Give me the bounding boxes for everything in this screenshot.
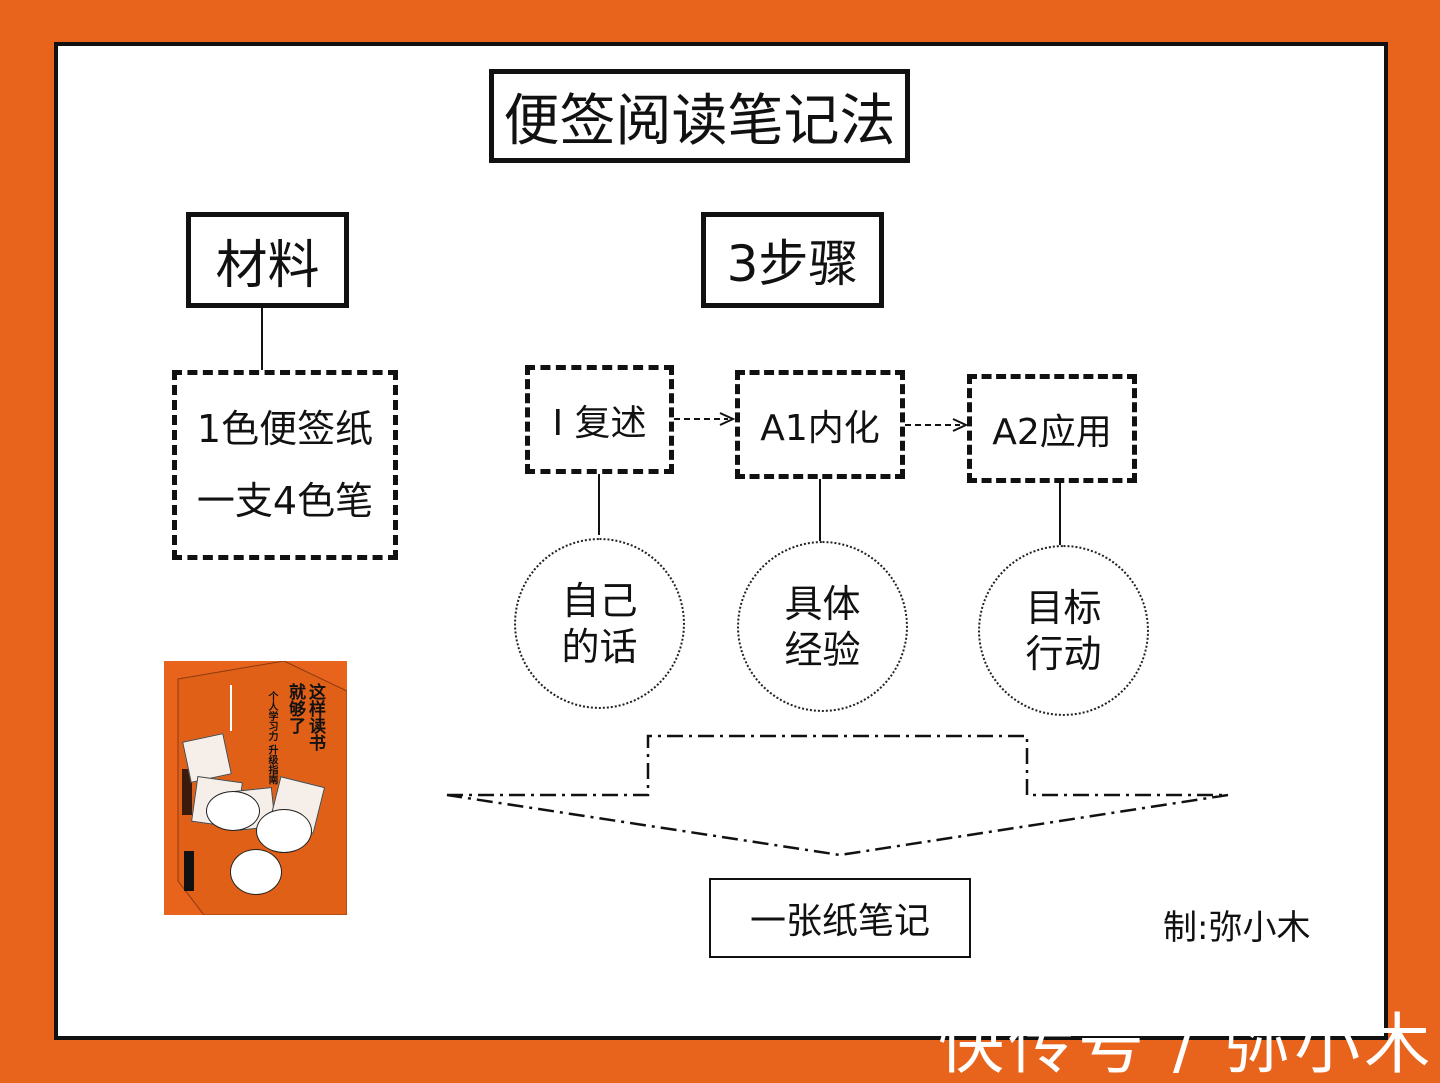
step-box-retell: I 复述 — [525, 365, 674, 474]
detail-line: 行动 — [1025, 631, 1102, 676]
step-box-internalize: A1内化 — [735, 370, 905, 479]
credit-text: 制:弥小木 — [1163, 908, 1311, 948]
detail-line: 具体 — [784, 581, 861, 626]
step-detail-circle: 目标 行动 — [978, 545, 1149, 716]
materials-heading-box: 材料 — [186, 212, 349, 308]
detail-line: 的话 — [561, 624, 638, 669]
result-box: 一张纸笔记 — [709, 878, 971, 958]
arrowhead-step2 — [719, 412, 736, 426]
page-title: 便签阅读笔记法 — [503, 88, 896, 154]
book-title: 这样读书 就够了 — [285, 683, 325, 751]
step-box-apply: A2应用 — [967, 374, 1137, 483]
material-item: 1色便签纸 — [196, 407, 374, 451]
arrowhead-step3 — [952, 418, 969, 432]
step-label: A1内化 — [760, 407, 880, 449]
steps-heading-box: 3步骤 — [701, 212, 884, 308]
book-subtitle: 个人学习力 升级指南 — [266, 691, 277, 785]
step-detail-circle: 具体 经验 — [737, 541, 908, 712]
detail-line: 经验 — [784, 627, 861, 672]
book-cover-image: 这样读书 就够了 个人学习力 升级指南 — [164, 661, 347, 915]
book-title-line: 这样读书 — [305, 683, 325, 751]
sticky-note — [182, 733, 232, 783]
step-label: A2应用 — [992, 411, 1112, 453]
detail-line: 目标 — [1025, 585, 1102, 630]
step-label: I 复述 — [552, 402, 647, 444]
speech-bubble — [206, 791, 260, 831]
watermark-text: 快传号 / 弥小木 — [938, 1006, 1435, 1083]
result-label: 一张纸笔记 — [749, 901, 930, 942]
step-detail-circle: 自己 的话 — [514, 538, 685, 709]
book-title-line: 就够了 — [285, 683, 305, 734]
speech-bubble — [256, 809, 312, 853]
merge-arrow — [446, 734, 1229, 857]
materials-box: 1色便签纸 一支4色笔 — [172, 370, 398, 560]
title-box: 便签阅读笔记法 — [489, 69, 910, 163]
materials-heading: 材料 — [215, 235, 320, 296]
material-item: 一支4色笔 — [196, 479, 374, 523]
steps-heading: 3步骤 — [726, 235, 859, 293]
speech-bubble — [230, 849, 282, 895]
detail-line: 自己 — [561, 578, 638, 623]
